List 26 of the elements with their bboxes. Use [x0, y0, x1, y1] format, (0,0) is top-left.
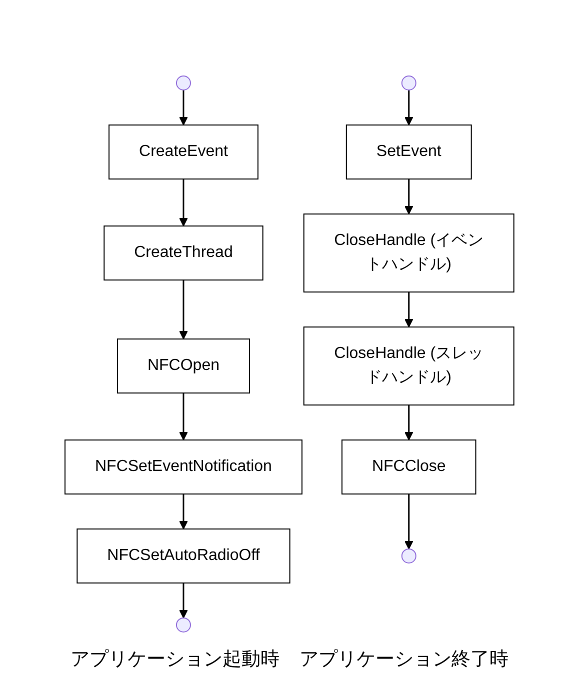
arrow — [404, 405, 414, 440]
node-box: CreateThread — [104, 226, 264, 280]
arrow — [404, 90, 414, 126]
arrow — [179, 393, 188, 440]
node-box: NFCSetAutoRadioOff — [76, 528, 290, 584]
node-circle — [401, 76, 416, 91]
node-box: SetEvent — [346, 124, 472, 180]
arrow — [179, 494, 188, 530]
node-box: CloseHandle (イベントハンドル) — [303, 214, 514, 292]
arrow — [179, 280, 188, 340]
arrow — [179, 179, 188, 226]
arrow — [404, 494, 414, 550]
node-box: CreateEvent — [108, 124, 259, 180]
node-circle — [176, 76, 192, 91]
node-box: NFCClose — [342, 440, 476, 494]
node-circle — [176, 618, 192, 632]
arrow — [179, 90, 188, 126]
arrow — [179, 583, 188, 618]
node-box: NFCSetEventNotification — [64, 440, 303, 494]
arrow — [404, 179, 414, 214]
caption-text: アプリケーション終了時 — [300, 647, 508, 672]
node-circle — [401, 548, 416, 564]
node-box: NFCOpen — [117, 338, 250, 394]
arrow — [404, 292, 414, 328]
node-box: CloseHandle (スレッドハンドル) — [303, 326, 514, 406]
caption-text: アプリケーション起動時 — [70, 647, 280, 672]
